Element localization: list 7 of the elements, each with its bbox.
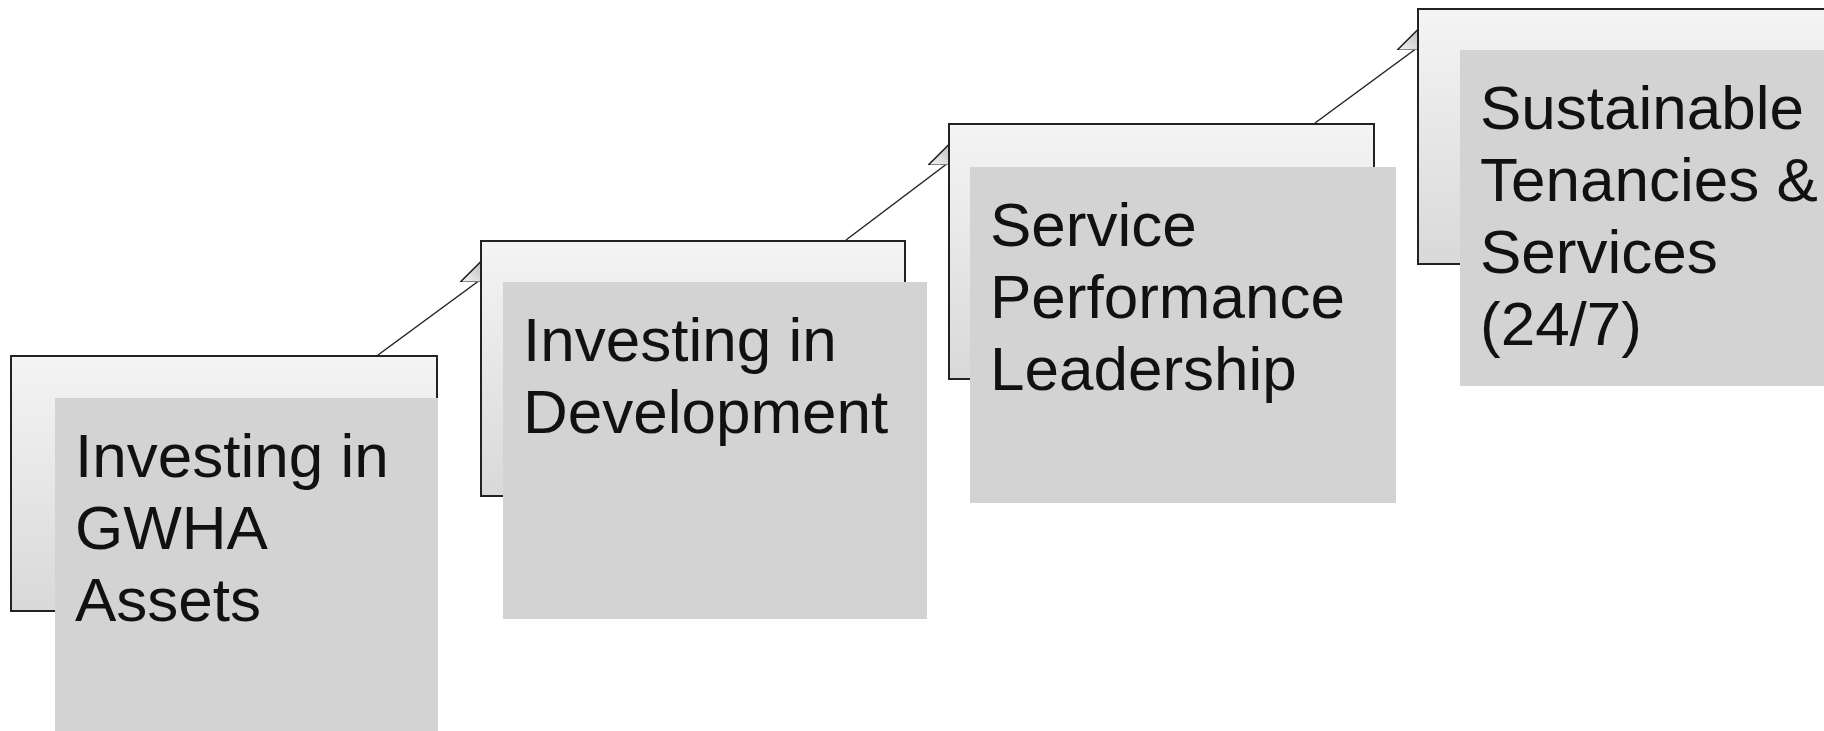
- step-label: Sustainable Tenancies & Services (24/7): [1480, 72, 1819, 360]
- arrow: [377, 259, 483, 356]
- step-label: Investing in Development: [523, 304, 890, 448]
- step-label: Service Performance Leadership: [990, 189, 1346, 405]
- arrow: [845, 142, 951, 241]
- arrow: [1314, 27, 1420, 124]
- step-label: Investing in GWHA Assets: [75, 420, 390, 636]
